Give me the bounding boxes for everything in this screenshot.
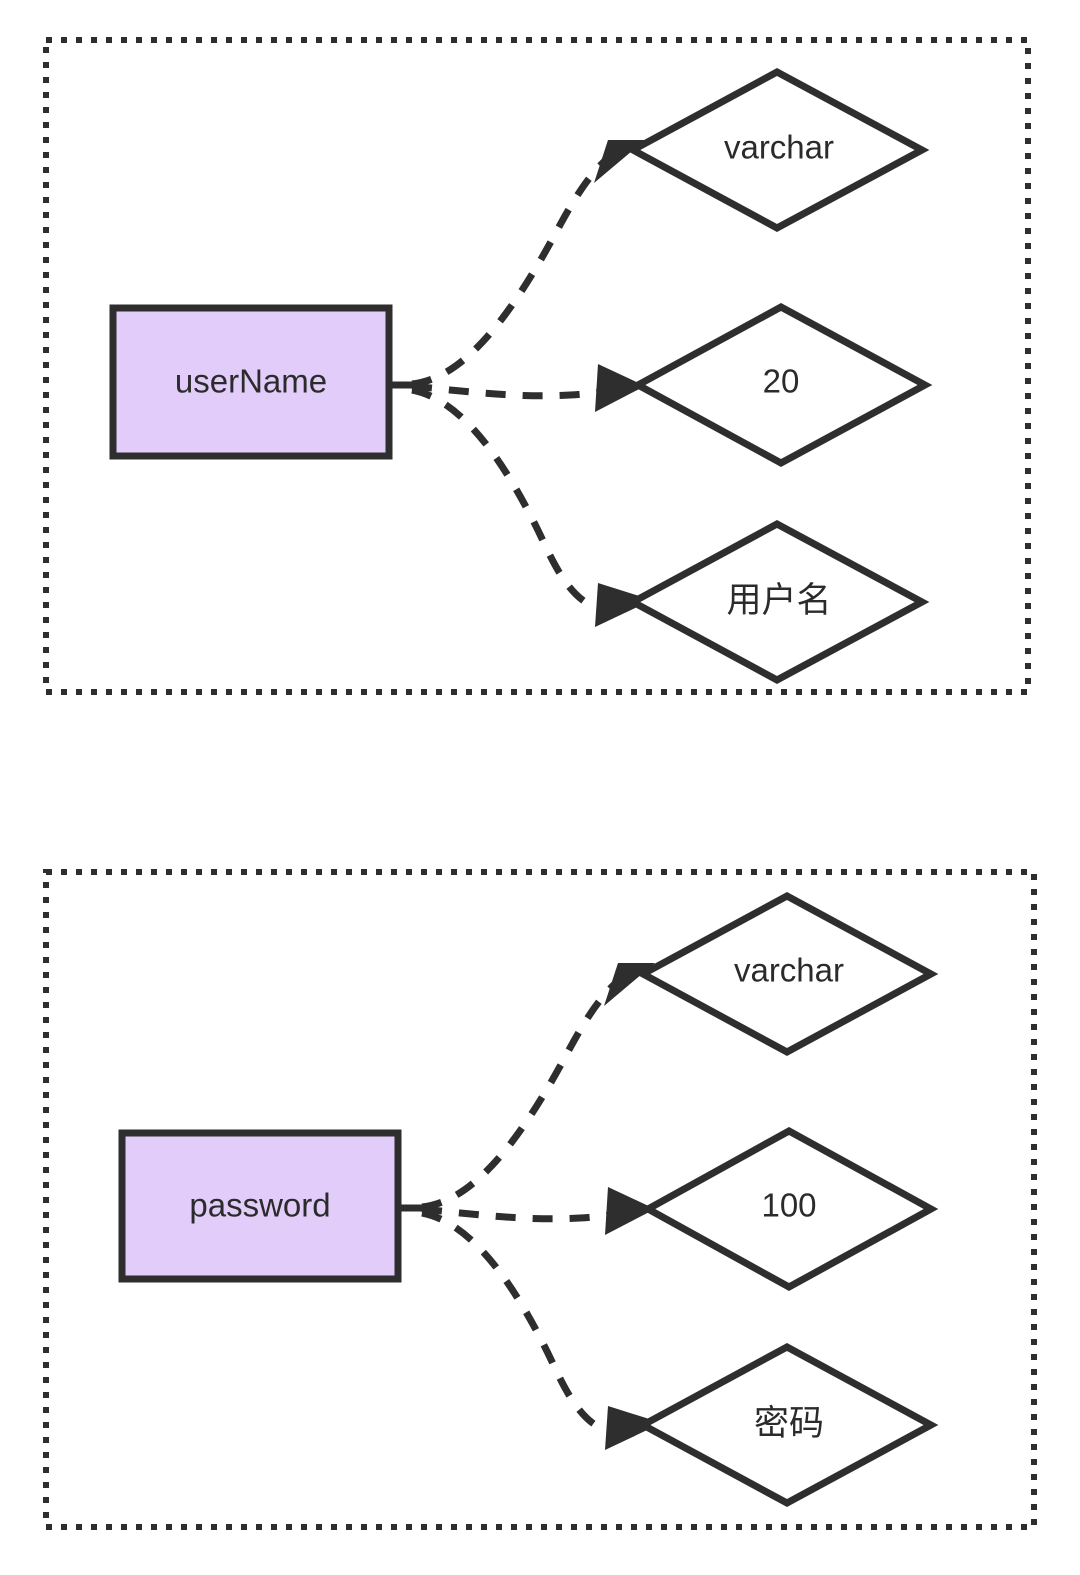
arrowhead-username-description [595,583,652,627]
value-label-password-description: 密码 [754,1404,824,1444]
group-username-edges [389,140,652,627]
value-node-password-varchar[interactable]: varchar [635,892,939,1056]
diamond-username-description[interactable] [625,520,930,684]
value-label-username-varchar: varchar [724,129,834,166]
value-label-username-length: 20 [763,363,800,400]
group-password-edges [398,963,662,1450]
value-node-username-description[interactable]: 用户名 [625,520,930,684]
group-username: userName varchar 20 用户名 [43,37,1031,695]
edge-username-to-description [411,386,594,610]
group-password: password varchar 100 密码 [43,869,1037,1530]
edge-password-to-varchar [421,978,621,1211]
diamond-password-varchar[interactable] [635,892,939,1056]
arrowhead-username-20 [595,364,645,412]
arrowhead-password-description [605,1406,662,1450]
attribute-node-password[interactable]: password [118,1129,402,1283]
edge-username-to-20 [411,382,613,400]
value-node-password-length[interactable]: 100 [640,1127,939,1291]
diamond-password-length[interactable] [640,1127,939,1291]
diamond-username-varchar[interactable] [625,68,930,232]
diamond-username-length[interactable] [630,303,933,467]
diamond-password-description[interactable] [635,1343,939,1507]
attribute-label-password: password [189,1187,330,1224]
arrowhead-password-100 [605,1187,655,1235]
attribute-box-password[interactable] [118,1129,402,1283]
attribute-box-username[interactable] [109,304,393,460]
value-label-password-length: 100 [761,1187,816,1224]
value-node-username-varchar[interactable]: varchar [625,68,930,232]
attribute-label-username: userName [175,363,327,400]
edge-password-to-description [421,1209,604,1433]
value-node-username-length[interactable]: 20 [630,303,933,467]
edge-password-to-100 [421,1205,623,1223]
value-label-password-varchar: varchar [734,952,844,989]
edge-username-to-varchar [411,155,611,388]
group-password-frame [43,869,1037,1530]
group-username-frame [43,37,1031,695]
value-node-password-description[interactable]: 密码 [635,1343,939,1507]
attribute-node-username[interactable]: userName [109,304,393,460]
value-label-username-description: 用户名 [726,581,831,621]
